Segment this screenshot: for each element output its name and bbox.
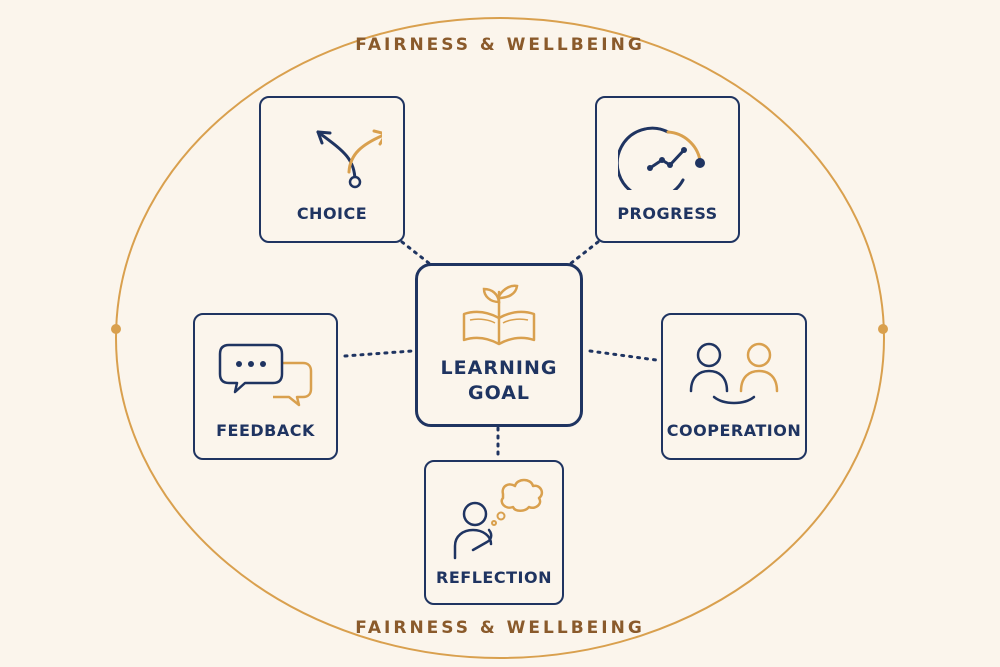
node-learning-goal-line1: LEARNING [440, 357, 558, 379]
frame-label-top: FAIRNESS & WELLBEING [355, 35, 645, 55]
node-progress: PROGRESS [595, 96, 740, 243]
ring-dot-left [111, 324, 121, 334]
node-choice-label: CHOICE [296, 204, 368, 223]
frame-label-bottom: FAIRNESS & WELLBEING [355, 618, 645, 638]
thinking-person-icon [453, 478, 544, 560]
node-choice: CHOICE [259, 96, 405, 243]
book-sprout-icon [462, 284, 536, 346]
two-people-icon [689, 342, 779, 405]
outer-ring [115, 17, 885, 659]
branching-arrows-icon [316, 129, 382, 189]
node-reflection: REFLECTION [424, 460, 564, 605]
connector-cooperation [588, 349, 658, 362]
connector-progress [568, 240, 600, 266]
connector-feedback [343, 349, 414, 358]
ring-dot-right [878, 324, 888, 334]
node-learning-goal: LEARNING GOAL [415, 263, 583, 427]
speech-bubbles-icon [218, 343, 312, 407]
progress-chart-icon [617, 126, 705, 190]
node-cooperation-label: COOPERATION [666, 421, 802, 440]
node-progress-label: PROGRESS [617, 204, 718, 223]
node-reflection-label: REFLECTION [436, 568, 552, 587]
node-cooperation: COOPERATION [661, 313, 807, 460]
connector-choice [400, 240, 432, 266]
node-feedback-label: FEEDBACK [216, 421, 315, 440]
node-feedback: FEEDBACK [193, 313, 338, 460]
node-learning-goal-line2: GOAL [467, 382, 531, 404]
